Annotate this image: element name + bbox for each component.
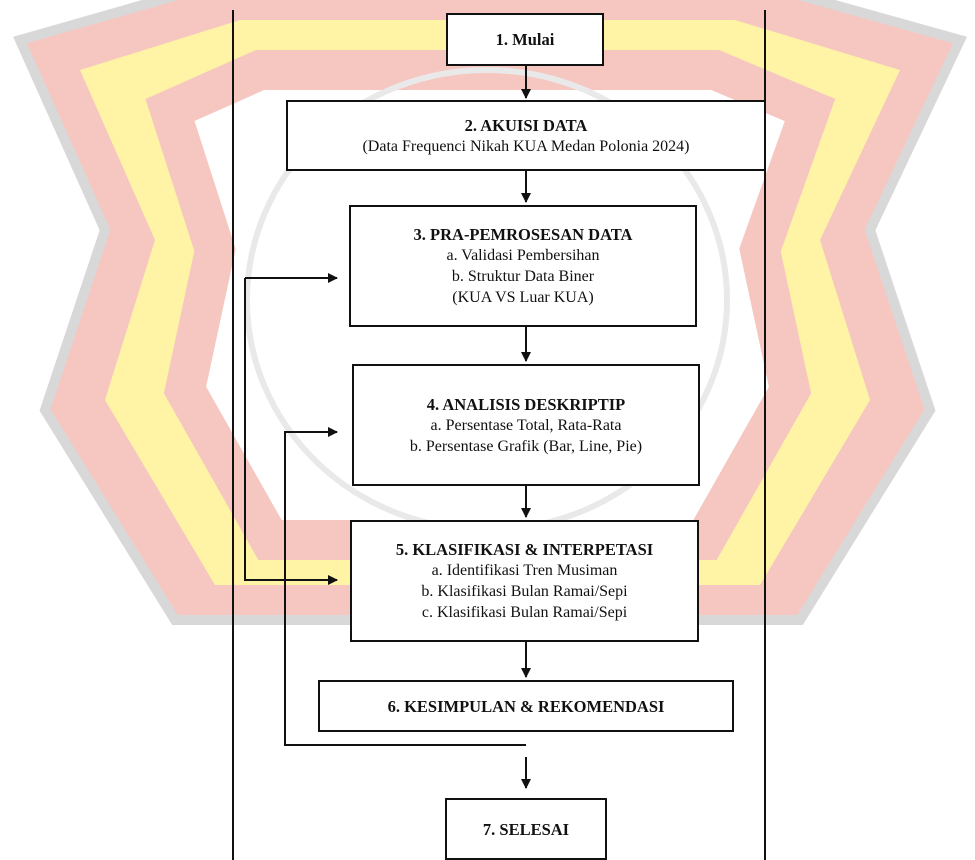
node-descriptive-title: 4. ANALISIS DESKRIPTIP (426, 394, 626, 414)
node-preprocessing-line-b: b. Struktur Data Biner (451, 268, 595, 285)
node-classification-line-b: b. Klasifikasi Bulan Ramai/Sepi (421, 583, 628, 600)
page-frame (232, 10, 766, 860)
loop-bottom-to-descriptive (284, 427, 526, 746)
node-finish: 7. SELESAI (445, 798, 607, 860)
node-acquisition: 2. AKUISI DATA (Data Frequenci Nikah KUA… (286, 100, 766, 171)
node-start-title: 1. Mulai (495, 30, 555, 49)
node-classification: 5. KLASIFIKASI & INTERPETASI a. Identifi… (350, 520, 699, 642)
node-descriptive-line-b: b. Persentase Grafik (Bar, Line, Pie) (409, 437, 643, 455)
node-conclusion-title: 6. KESIMPULAN & REKOMENDASI (387, 696, 665, 716)
node-preprocessing-line-c: (KUA VS Luar KUA) (452, 289, 594, 306)
node-classification-line-c: c. Klasifikasi Bulan Ramai/Sepi (421, 604, 628, 621)
node-descriptive: 4. ANALISIS DESKRIPTIP a. Persentase Tot… (352, 364, 700, 486)
node-finish-title: 7. SELESAI (482, 819, 570, 839)
node-preprocessing-line-a: a. Validasi Pembersihan (446, 247, 600, 264)
node-preprocessing-title: 3. PRA-PEMROSESAN DATA (413, 225, 633, 244)
node-start: 1. Mulai (446, 13, 604, 66)
node-classification-title: 5. KLASIFIKASI & INTERPETASI (395, 540, 654, 559)
node-acquisition-title: 2. AKUISI DATA (464, 115, 588, 135)
node-descriptive-line-a: a. Persentase Total, Rata-Rata (430, 416, 622, 434)
node-conclusion: 6. KESIMPULAN & REKOMENDASI (318, 680, 734, 732)
node-acquisition-line: (Data Frequenci Nikah KUA Medan Polonia … (362, 137, 690, 155)
node-classification-line-a: a. Identifikasi Tren Musiman (431, 562, 618, 579)
loop-classification-to-preprocessing (244, 278, 338, 585)
node-preprocessing: 3. PRA-PEMROSESAN DATA a. Validasi Pembe… (349, 205, 697, 327)
